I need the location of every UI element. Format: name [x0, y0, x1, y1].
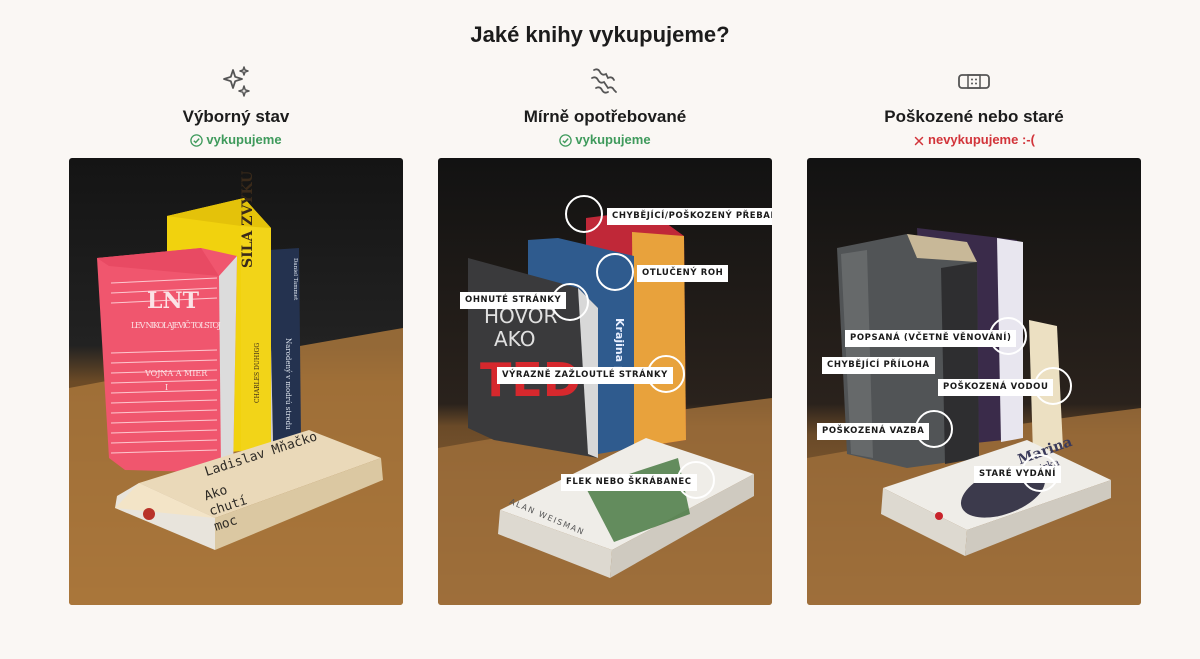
condition-card-damaged: Poškozené nebo staré nevykupujeme :-( — [807, 64, 1141, 605]
cream-book-title-1: Ako — [202, 483, 229, 505]
callout-damaged-corner: OTLUČENÝ ROH — [637, 265, 729, 282]
navy-spine-title: Narodený v modrú stredu — [284, 338, 292, 430]
status-label: vykupujeme — [206, 132, 282, 147]
book-photo-excellent: Narodený v modrú stredu Daniel Tammet SI… — [69, 158, 403, 605]
callout-bent-pages: OHNUTÉ STRÁNKY — [460, 292, 567, 309]
bandage-icon — [958, 74, 990, 89]
callout-stain-or-scratch: FLEK NEBO ŠKRÁBANEC — [561, 474, 697, 491]
callout-missing-dust-jacket: CHYBĚJÍCÍ/POŠKOZENÝ PŘEBAL — [607, 208, 772, 225]
yellow-spine-author: CHARLES DUHIGG — [254, 343, 261, 403]
yellow-spine-title: SILA ZVYKU — [240, 171, 256, 268]
x-icon — [914, 136, 924, 146]
condition-heading: Mírně opotřebované — [523, 107, 687, 126]
check-circle-icon — [190, 134, 204, 147]
book-photo-slightly-worn: Krajina pri HOVOR AKO TED ALAN WEISMAN C… — [438, 158, 772, 605]
callout-damaged-binding: POŠKOZENÁ VAZBA — [817, 423, 930, 440]
callout-water-damaged: POŠKOZENÁ VODOU — [938, 379, 1054, 396]
status-badge: vykupujeme — [69, 132, 403, 148]
red-book-author: LEV NIKOLAJEVIČ TOLSTOJ — [131, 321, 221, 330]
status-label: nevykupujeme :-( — [928, 132, 1035, 147]
red-book-subtitle: VOJNA A MIER — [144, 369, 208, 378]
callout-written-in: POPSANÁ (VČETNĚ VĚNOVÁNÍ) — [845, 330, 1017, 347]
page-title: Jaké knihy vykupujeme? — [470, 22, 730, 47]
sparkles-icon — [223, 66, 250, 97]
red-book-volume: I — [165, 383, 168, 392]
status-badge: nevykupujeme :-( — [807, 132, 1141, 148]
callout-yellowed-pages: VÝRAZNĚ ZAŽLOUTLÉ STRÁNKY — [497, 367, 673, 384]
status-badge: vykupujeme — [438, 132, 772, 148]
wear-lines-icon — [591, 68, 617, 94]
condition-card-slightly-worn: Mírně opotřebované vykupujeme Kr — [438, 64, 772, 605]
blue-spine-title: Krajina pri — [613, 318, 626, 383]
condition-heading: Výborný stav — [182, 107, 290, 126]
callout-old-edition: STARÉ VYDÁNÍ — [974, 466, 1061, 483]
condition-card-excellent: Výborný stav vykupujeme Narodený v modrú… — [69, 64, 403, 605]
ted-title-line2: AKO — [494, 327, 535, 351]
cream-book-title-3: moc — [212, 513, 239, 535]
condition-heading: Poškozené nebo staré — [884, 107, 1064, 126]
red-book-title: LNT — [147, 288, 200, 314]
book-photo-damaged: Marina Dvirka POPSANÁ (VČETNĚ VĚNOVÁNÍ) … — [807, 158, 1141, 605]
callout-missing-attachment: CHYBĚJÍCÍ PŘÍLOHA — [822, 357, 935, 374]
damage-marker-ring — [565, 195, 603, 233]
check-circle-icon — [559, 134, 573, 147]
navy-spine-author: Daniel Tammet — [292, 258, 298, 301]
damage-marker-ring — [596, 253, 634, 291]
status-label: vykupujeme — [575, 132, 651, 147]
